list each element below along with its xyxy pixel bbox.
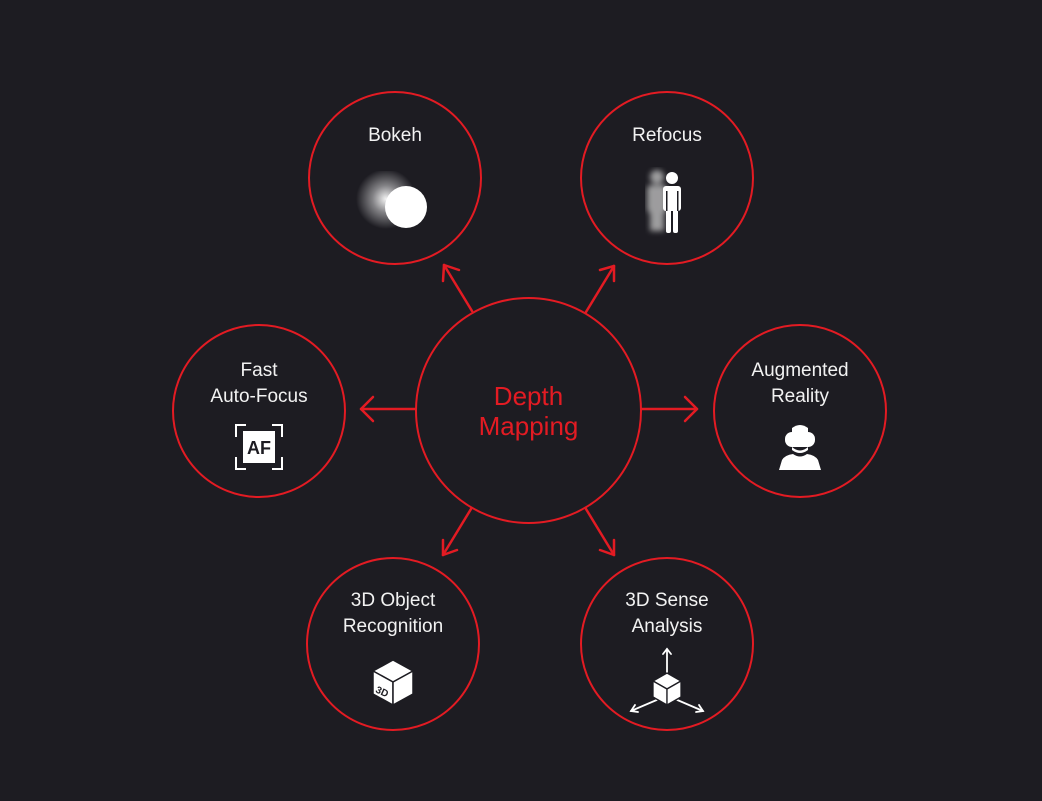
node-label-line2: Auto-Focus bbox=[210, 386, 308, 407]
arrow-to-object-recognition bbox=[441, 507, 473, 557]
person-refocus-icon bbox=[582, 167, 752, 239]
arrow-to-sense-analysis bbox=[584, 507, 616, 557]
arrow-to-autofocus bbox=[359, 395, 417, 423]
node-label-line1: Augmented bbox=[751, 360, 849, 381]
af-icon-text: AF bbox=[247, 438, 271, 458]
node-3d-sense-analysis: 3D Sense Analysis bbox=[580, 557, 754, 731]
af-icon: AF bbox=[174, 423, 344, 471]
node-label-line1: 3D Sense bbox=[625, 590, 709, 611]
3d-cube-icon: 3D bbox=[308, 657, 478, 709]
bokeh-blur-icon bbox=[310, 171, 480, 241]
node-label-line2: Analysis bbox=[631, 616, 703, 637]
cube-axes-icon bbox=[582, 645, 752, 715]
node-bokeh: Bokeh bbox=[308, 91, 482, 265]
node-label: Bokeh bbox=[368, 125, 422, 146]
node-label: Refocus bbox=[632, 125, 702, 146]
center-node-depth-mapping: Depth Mapping bbox=[415, 297, 642, 524]
arrow-to-refocus bbox=[584, 264, 616, 314]
center-label-line2: Mapping bbox=[478, 410, 579, 441]
center-label-line1: Depth bbox=[493, 380, 564, 411]
arrow-to-bokeh bbox=[441, 263, 474, 313]
node-fast-autofocus: Fast Auto-Focus AF bbox=[172, 324, 346, 498]
node-label-line2: Recognition bbox=[342, 616, 444, 637]
cube-icon-text: 3D bbox=[374, 685, 390, 700]
node-label-line1: 3D Object bbox=[350, 590, 436, 611]
node-refocus: Refocus bbox=[580, 91, 754, 265]
vr-headset-person-icon bbox=[715, 422, 885, 472]
node-augmented-reality: Augmented Reality bbox=[713, 324, 887, 498]
node-label-line1: Fast bbox=[240, 360, 278, 381]
arrow-to-ar bbox=[640, 395, 699, 423]
node-label-line2: Reality bbox=[770, 386, 830, 407]
node-3d-object-recognition: 3D Object 3D Recognition bbox=[306, 557, 480, 731]
